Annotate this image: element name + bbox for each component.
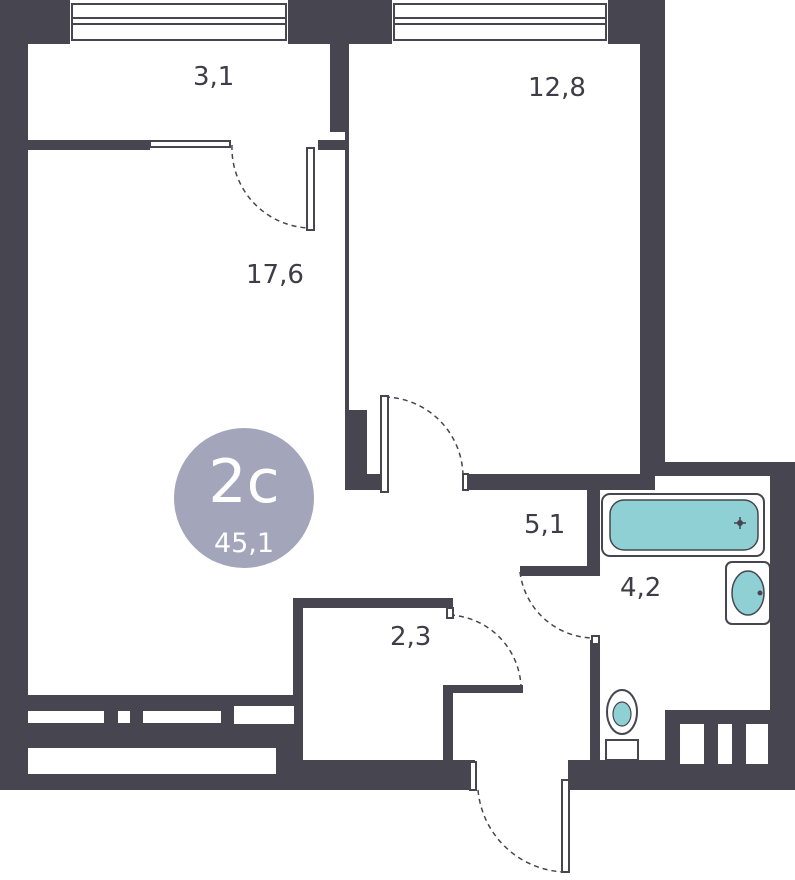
room-area-bedroom: 12,8 bbox=[528, 73, 586, 103]
room-area-kitchen-living: 17,6 bbox=[246, 260, 304, 290]
bathtub-icon bbox=[601, 493, 765, 557]
total-area: 45,1 bbox=[214, 528, 274, 559]
door-leaf bbox=[306, 147, 600, 873]
toilet-icon bbox=[605, 689, 662, 761]
apartment-type: 2с bbox=[208, 447, 279, 517]
room-area-bathroom: 4,2 bbox=[620, 573, 661, 603]
walls bbox=[0, 0, 795, 790]
door-icon bbox=[231, 144, 594, 873]
room-area-hallway: 5,1 bbox=[524, 510, 565, 540]
apartment-badge: 2с 45,1 bbox=[174, 428, 314, 568]
room-area-storage: 2,3 bbox=[390, 622, 431, 652]
room-area-balcony: 3,1 bbox=[193, 62, 234, 92]
sink-icon bbox=[725, 561, 771, 625]
window-icon bbox=[28, 706, 294, 774]
room-labels: 3,1 12,8 17,6 5,1 4,2 2,3 bbox=[193, 62, 661, 652]
window-icon bbox=[71, 3, 607, 148]
